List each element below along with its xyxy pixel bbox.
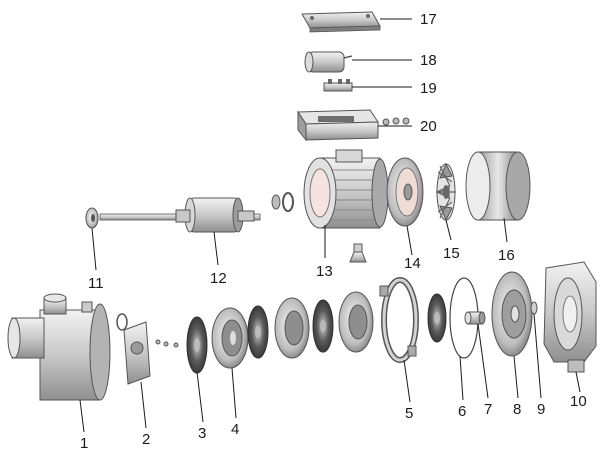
part-4-diffuser	[211, 307, 249, 369]
label-20: 20	[420, 118, 437, 135]
part-5-clamp-ring	[379, 277, 419, 363]
label-7: 7	[484, 401, 492, 418]
label-11: 11	[88, 275, 104, 292]
label-3: 3	[198, 425, 206, 442]
part-13-motor-housing	[303, 149, 389, 229]
part-labels: 17 18 19 20 11 12 13 14 15 16 1 2 3 4 5 …	[80, 11, 587, 450]
part-18-capacitor	[304, 51, 353, 73]
part-3-impeller	[186, 316, 208, 374]
stage-impeller-4	[427, 293, 447, 343]
label-17: 17	[420, 11, 437, 28]
rotor-washers	[271, 192, 294, 212]
part-16-fan-cover	[465, 151, 531, 221]
label-5: 5	[405, 405, 413, 422]
label-16: 16	[498, 247, 515, 264]
label-8: 8	[513, 401, 521, 418]
part-7-mechanical-seal	[464, 311, 486, 325]
label-12: 12	[210, 270, 227, 287]
part-19-terminal-block	[323, 79, 353, 92]
label-10: 10	[570, 393, 587, 410]
part-14-rear-end-shield	[386, 157, 424, 227]
stage-diffuser-2	[274, 297, 310, 359]
part-17-terminal-box-cover	[301, 11, 381, 33]
label-18: 18	[420, 52, 437, 69]
label-15: 15	[443, 245, 460, 262]
part-9-washer	[530, 301, 538, 315]
stage-diffuser-3	[338, 291, 374, 353]
part-8-pump-cover	[491, 271, 533, 357]
label-1: 1	[80, 435, 88, 450]
leader-lines	[79, 18, 581, 433]
label-13: 13	[316, 263, 333, 280]
drain-plug	[349, 243, 367, 263]
label-14: 14	[404, 255, 421, 272]
label-19: 19	[420, 80, 437, 97]
part-11-bearing	[85, 207, 99, 229]
label-6: 6	[458, 403, 466, 420]
part-1-pump-body	[7, 293, 111, 401]
part-2-seal-plate	[116, 313, 179, 385]
part-15-cooling-fan	[435, 162, 456, 222]
stage-impeller-3	[312, 299, 334, 353]
label-9: 9	[537, 401, 545, 418]
stage-impeller-2	[247, 305, 269, 359]
part-10-motor-bracket	[543, 261, 597, 373]
label-4: 4	[231, 421, 239, 438]
label-2: 2	[142, 431, 150, 448]
part-12-rotor-shaft	[99, 197, 261, 233]
part-20-terminal-box	[297, 109, 410, 142]
